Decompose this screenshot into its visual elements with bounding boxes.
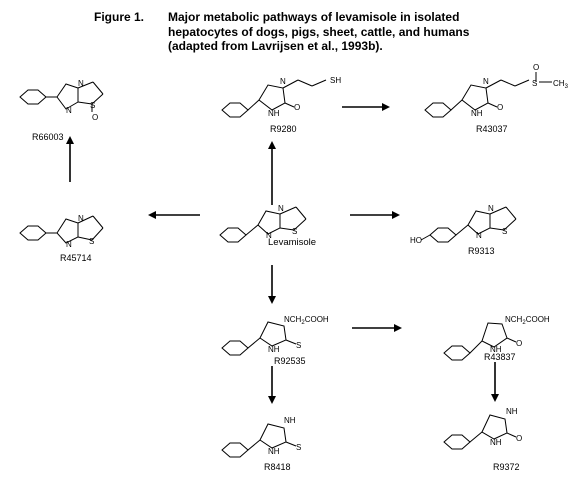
label-r8418: R8418: [264, 462, 291, 472]
atom-nch2cooh: NCH2COOH: [505, 315, 550, 326]
structure-r9372: NH NH O: [443, 407, 522, 450]
atom-nh: NH: [490, 345, 502, 354]
atom-n: N: [66, 240, 72, 249]
label-r9313: R9313: [468, 246, 495, 256]
atom-s: S: [532, 79, 537, 88]
atom-o: O: [92, 113, 98, 122]
structure-levamisole: N N S: [219, 204, 307, 243]
atom-s: S: [90, 101, 95, 110]
structure-r9313: HO N N S: [410, 204, 517, 245]
atom-n: N: [66, 106, 72, 115]
atom-n: N: [278, 204, 284, 213]
atom-sub-2: 2: [301, 320, 305, 326]
atom-s: S: [292, 227, 297, 236]
structure-r9280: N NH O SH: [221, 76, 341, 118]
atom-s: S: [296, 341, 301, 350]
atom-n: N: [488, 204, 494, 213]
atom-o: O: [516, 339, 522, 348]
label-r43037: R43037: [476, 124, 508, 134]
figure-title-line-1: Major metabolic pathways of levamisole i…: [168, 10, 460, 24]
atom-sub-3: 3: [565, 84, 569, 90]
atom-ho: HO: [410, 236, 422, 245]
atom-sh: SH: [330, 76, 341, 85]
figure-title-line-3: (adapted from Lavrijsen et al., 1993b).: [168, 39, 383, 53]
atom-nh: NH: [506, 407, 518, 416]
structure-r8418: NH NH S: [221, 416, 301, 458]
atom-nh: NH: [268, 345, 280, 354]
figure-title-line-2: hepatocytes of dogs, pigs, sheet, cattle…: [168, 24, 470, 39]
atom-o: O: [497, 103, 503, 112]
atom-nh: NH: [284, 416, 296, 425]
atom-nh: NH: [268, 447, 280, 456]
label-r9280: R9280: [270, 124, 297, 134]
atom-n: N: [476, 231, 482, 240]
label-r66003: R66003: [32, 132, 64, 142]
structure-r66003: N N S O: [19, 79, 104, 122]
figure-label: Figure 1.: [94, 10, 145, 24]
atom-nh: NH: [490, 438, 502, 447]
atom-n: N: [78, 79, 84, 88]
label-r9372: R9372: [493, 462, 520, 472]
atom-n: N: [78, 214, 84, 223]
structure-r43037: N NH O S O CH3: [424, 63, 569, 118]
atom-nh: NH: [471, 109, 483, 118]
atom-o: O: [533, 63, 539, 72]
atom-nch: NCH: [284, 315, 302, 324]
atom-cooh: COOH: [526, 315, 550, 324]
atom-o: O: [294, 103, 300, 112]
atom-cooh: COOH: [305, 315, 329, 324]
figure-title: Major metabolic pathways of levamisole i…: [168, 10, 469, 54]
atom-s: S: [296, 443, 301, 452]
atom-s: S: [502, 227, 507, 236]
atom-s: S: [89, 237, 94, 246]
atom-n: N: [266, 231, 272, 240]
atom-nh: NH: [268, 109, 280, 118]
label-r43837: R43837: [484, 352, 516, 362]
label-levamisole: Levamisole: [268, 237, 316, 248]
atom-sub-2: 2: [522, 320, 526, 326]
atom-nch: NCH: [505, 315, 523, 324]
atom-n: N: [280, 77, 286, 86]
structure-r43837: NCH2COOH NH O: [443, 315, 550, 361]
atom-ch3: CH3: [553, 79, 569, 90]
atom-n: N: [483, 77, 489, 86]
atom-ch-text: CH: [553, 79, 565, 88]
label-r92535: R92535: [274, 356, 306, 366]
atom-nch2cooh: NCH2COOH: [284, 315, 329, 326]
structure-r45714: N N S: [19, 214, 104, 249]
label-r45714: R45714: [60, 253, 92, 263]
atom-o: O: [516, 434, 522, 443]
structure-r92535: NCH2COOH NH S: [221, 315, 329, 356]
